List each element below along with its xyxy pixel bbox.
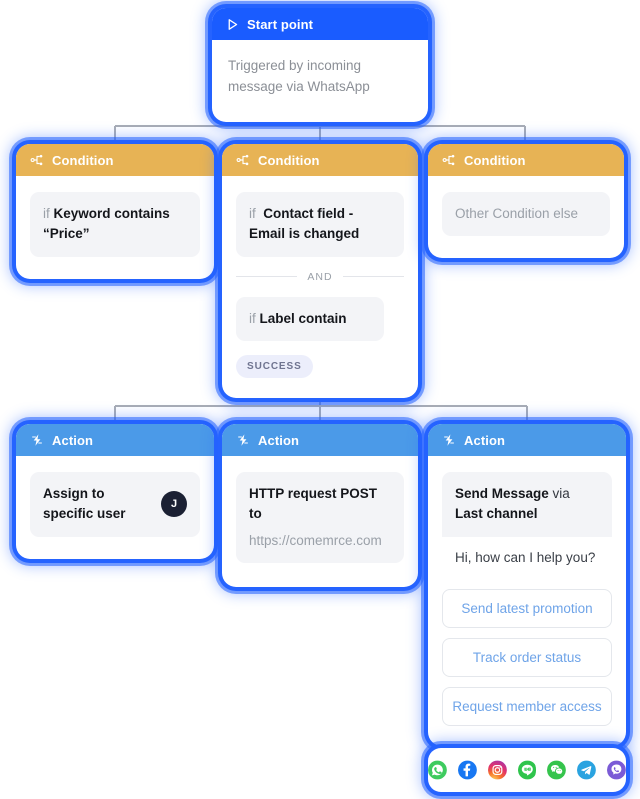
condition-1-header: Condition [16, 144, 214, 176]
send-message-channel: Last channel [455, 506, 538, 522]
line-icon[interactable] [517, 758, 537, 782]
start-card-body: Triggered by incoming message via WhatsA… [212, 40, 428, 122]
card-action-3[interactable]: Action Send Message via Last channel Hi,… [428, 424, 626, 746]
rule-text: Label contain [259, 310, 347, 326]
message-preview[interactable]: Hi, how can I help you? [442, 536, 612, 579]
facebook-icon[interactable] [457, 758, 477, 782]
quick-reply-button[interactable]: Request member access [442, 686, 612, 726]
rule-prefix: if [249, 206, 256, 221]
send-message-label: Send Message [455, 486, 549, 501]
branch-node-icon [236, 153, 250, 167]
condition-1-title: Condition [52, 152, 114, 168]
quick-reply-button[interactable]: Send latest promotion [442, 588, 612, 628]
action-3-title: Action [464, 432, 506, 448]
action-http-request[interactable]: HTTP request POST to https://comemrce.co… [236, 472, 404, 563]
condition-rule[interactable]: if Keyword contains “Price” [30, 192, 200, 257]
condition-rule[interactable]: Other Condition else [442, 192, 610, 237]
status-badge: SUCCESS [236, 354, 313, 378]
condition-2-header: Condition [222, 144, 418, 176]
action-2-body: HTTP request POST to https://comemrce.co… [222, 456, 418, 587]
send-message-connector: via [548, 486, 570, 501]
send-message-target[interactable]: Send Message via Last channel [442, 472, 612, 537]
card-start-point[interactable]: Start point Triggered by incoming messag… [212, 8, 428, 122]
condition-2-title: Condition [258, 152, 320, 168]
condition-3-header: Condition [428, 144, 624, 176]
play-triangle-icon [226, 18, 239, 31]
channel-selector-bar[interactable] [428, 748, 627, 792]
condition-rule[interactable]: if Label contain [236, 296, 384, 341]
card-condition-2[interactable]: Condition if Contact field - Email is ch… [222, 144, 418, 398]
assignment-label: Assign to specific user [43, 486, 126, 522]
start-trigger-text: Triggered by incoming message via WhatsA… [228, 58, 370, 94]
action-1-header: Action [16, 424, 214, 456]
rule-prefix: if [43, 206, 50, 221]
card-action-2[interactable]: Action HTTP request POST to https://come… [222, 424, 418, 587]
condition-3-title: Condition [464, 152, 526, 168]
card-condition-1[interactable]: Condition if Keyword contains “Price” [16, 144, 214, 279]
action-2-title: Action [258, 432, 300, 448]
action-1-body: Assign to specific user J [16, 456, 214, 559]
action-3-header: Action [428, 424, 626, 456]
lightning-bolt-icon [30, 433, 44, 447]
condition-3-body: Other Condition else [428, 176, 624, 258]
telegram-icon[interactable] [577, 758, 597, 782]
action-1-title: Action [52, 432, 94, 448]
action-3-body: Send Message via Last channel Hi, how ca… [428, 456, 626, 746]
rule-text: Contact field - Email is changed [249, 206, 360, 242]
operator-label: AND [307, 270, 333, 283]
action-2-header: Action [222, 424, 418, 456]
lightning-bolt-icon [236, 433, 250, 447]
viber-icon[interactable] [607, 758, 627, 782]
rule-prefix: if [249, 310, 256, 326]
http-request-url: https://comemrce.com [249, 532, 382, 548]
condition-rule[interactable]: if Contact field - Email is changed [236, 192, 404, 257]
rule-text: Keyword contains “Price” [43, 206, 170, 242]
whatsapp-icon[interactable] [428, 758, 447, 782]
avatar: J [161, 491, 187, 518]
card-action-1[interactable]: Action Assign to specific user J [16, 424, 214, 559]
quick-reply-button[interactable]: Track order status [442, 637, 612, 677]
condition-2-body: if Contact field - Email is changed AND … [222, 176, 418, 398]
lightning-bolt-icon [442, 433, 456, 447]
card-condition-3[interactable]: Condition Other Condition else [428, 144, 624, 259]
instagram-icon[interactable] [487, 758, 507, 782]
rule-text: Other Condition else [455, 206, 579, 221]
condition-1-body: if Keyword contains “Price” [16, 176, 214, 279]
wechat-icon[interactable] [547, 758, 567, 782]
action-assignment[interactable]: Assign to specific user J [30, 472, 200, 537]
logical-operator-separator: AND [236, 271, 404, 283]
http-request-label: HTTP request POST to [249, 486, 378, 522]
start-card-header: Start point [212, 8, 428, 40]
start-card-title: Start point [247, 16, 314, 32]
branch-node-icon [30, 153, 44, 167]
branch-node-icon [442, 153, 456, 167]
